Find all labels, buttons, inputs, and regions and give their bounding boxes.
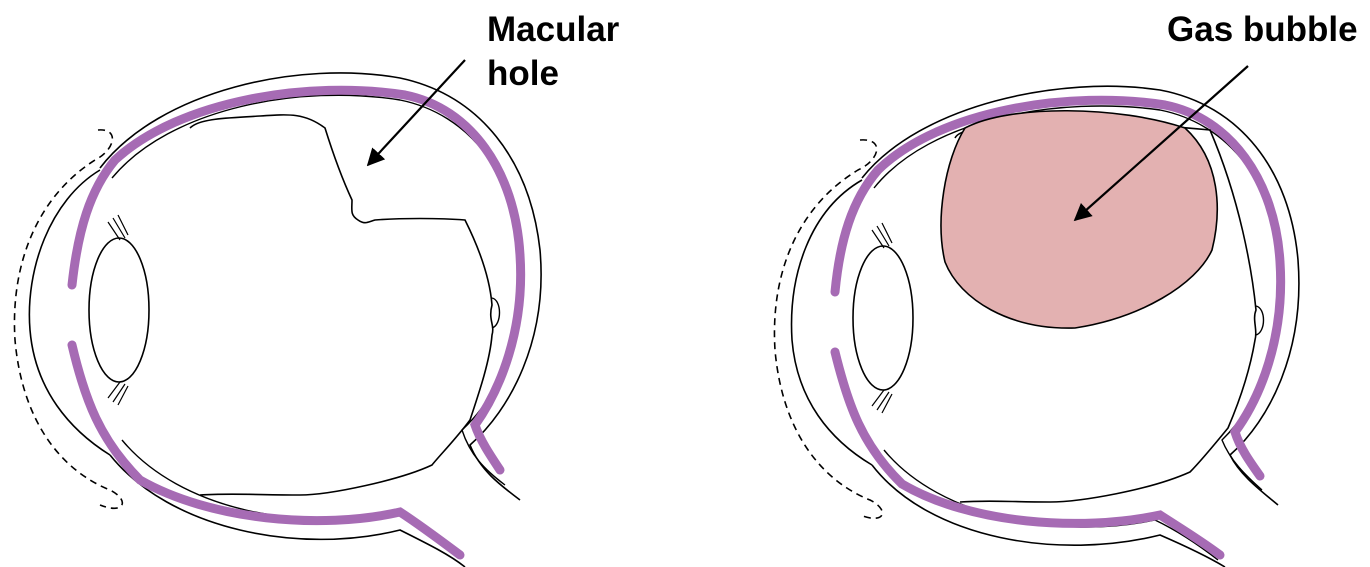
sclera-outer-lower-left bbox=[110, 455, 465, 567]
retina-left bbox=[190, 115, 493, 495]
optic-disc-right bbox=[1256, 306, 1264, 335]
gas-bubble-label-line1: Gas bubble bbox=[1167, 8, 1358, 52]
sclera-inner-lower-right bbox=[884, 450, 1218, 560]
eye-left bbox=[14, 73, 541, 567]
gas-bubble bbox=[941, 111, 1217, 328]
macular-hole-label-line2: hole bbox=[487, 52, 619, 96]
lens-right bbox=[853, 246, 913, 390]
eye-right bbox=[774, 86, 1298, 567]
gas-bubble-label: Gas bubble bbox=[1167, 8, 1358, 52]
optic-disc-left bbox=[492, 298, 500, 328]
macular-hole-label-line1: Macular bbox=[487, 8, 619, 52]
macular-hole-label: Macular hole bbox=[487, 8, 619, 96]
sclera-outer-lower-right bbox=[872, 465, 1225, 567]
sclera-inner-left bbox=[112, 95, 523, 485]
lens-left bbox=[89, 238, 149, 382]
